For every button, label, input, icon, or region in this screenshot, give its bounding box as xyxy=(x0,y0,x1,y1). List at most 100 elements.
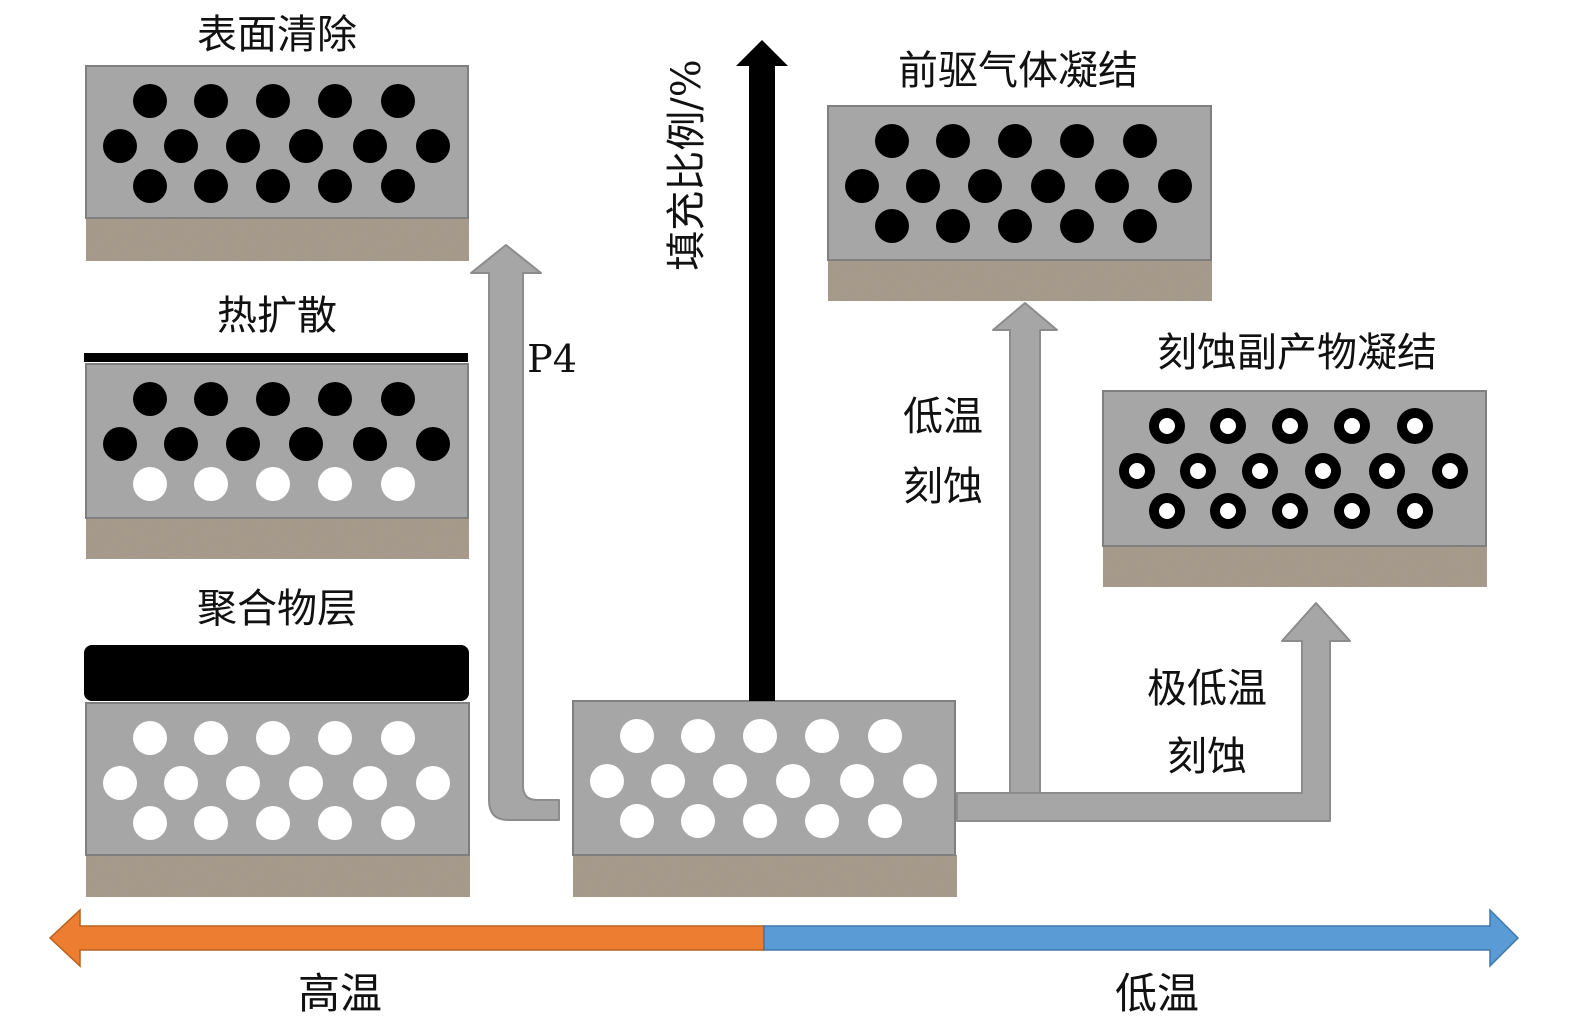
empty-pore xyxy=(381,721,415,755)
p4-arrow xyxy=(470,244,560,821)
filled-pore xyxy=(256,84,290,118)
coated-pore-core xyxy=(1407,503,1423,519)
empty-pore xyxy=(620,804,654,838)
coated-pore-core xyxy=(1344,503,1360,519)
filled-pore xyxy=(164,129,198,163)
filled-pore xyxy=(875,209,909,243)
coated-pore-core xyxy=(1190,463,1206,479)
substrate xyxy=(573,855,957,897)
coated-pore-core xyxy=(1379,463,1395,479)
low-temp-etch-label-2: 刻蚀 xyxy=(903,464,983,510)
filled-pore xyxy=(194,169,228,203)
coated-pore-core xyxy=(1315,463,1331,479)
surface-clean-sample xyxy=(85,65,469,261)
filled-pore xyxy=(256,382,290,416)
substrate xyxy=(828,260,1212,301)
filled-pore xyxy=(1095,169,1129,203)
coated-pore-core xyxy=(1252,463,1268,479)
filled-pore xyxy=(1158,169,1192,203)
filled-pore xyxy=(353,129,387,163)
substrate xyxy=(86,855,470,897)
filled-pore xyxy=(1031,169,1065,203)
filled-pore xyxy=(1123,209,1157,243)
substrate xyxy=(86,218,469,261)
empty-pore xyxy=(868,804,902,838)
precursor-condense-label: 前驱气体凝结 xyxy=(898,48,1138,94)
polymer-cap xyxy=(84,645,469,701)
filled-pore xyxy=(845,169,879,203)
empty-pore xyxy=(743,719,777,753)
coated-pore-core xyxy=(1159,503,1175,519)
empty-pore xyxy=(164,766,198,800)
empty-pore xyxy=(381,467,415,501)
low-temp-etch-label-1: 低温 xyxy=(903,394,983,440)
empty-pore xyxy=(194,806,228,840)
empty-pore xyxy=(681,804,715,838)
coated-pore-core xyxy=(1220,503,1236,519)
empty-pore xyxy=(381,806,415,840)
filled-pore xyxy=(906,169,940,203)
empty-pore xyxy=(318,806,352,840)
filled-pore xyxy=(1060,124,1094,158)
filled-pore xyxy=(936,209,970,243)
empty-pore xyxy=(805,719,839,753)
empty-pore xyxy=(620,719,654,753)
filled-pore xyxy=(103,427,137,461)
empty-pore xyxy=(713,764,747,798)
temperature-axis xyxy=(48,908,1520,968)
pores xyxy=(1119,408,1468,529)
empty-pore xyxy=(256,721,290,755)
byproduct-condense-label: 刻蚀副产物凝结 xyxy=(1157,330,1437,376)
empty-pore xyxy=(226,766,260,800)
filled-pore xyxy=(289,129,323,163)
pores xyxy=(103,382,450,501)
empty-pore xyxy=(194,721,228,755)
empty-pore xyxy=(256,806,290,840)
coated-pore-core xyxy=(1129,463,1145,479)
empty-pore xyxy=(133,467,167,501)
empty-pore xyxy=(133,806,167,840)
empty-pore xyxy=(256,467,290,501)
filled-pore xyxy=(226,427,260,461)
empty-pore xyxy=(743,804,777,838)
empty-pore xyxy=(805,804,839,838)
filled-pore xyxy=(875,124,909,158)
empty-pore xyxy=(903,764,937,798)
precursor-condense-sample xyxy=(827,105,1212,301)
filled-pore xyxy=(318,382,352,416)
polymer-layer-label: 聚合物层 xyxy=(197,586,357,632)
initial-sample xyxy=(572,700,957,897)
low-temp-label: 低温 xyxy=(1115,969,1199,1018)
pores xyxy=(590,719,937,838)
filled-pore xyxy=(968,169,1002,203)
filled-pore xyxy=(381,382,415,416)
filled-pore xyxy=(226,129,260,163)
thermal-diffusion-sample xyxy=(84,353,469,559)
filled-pore xyxy=(289,427,323,461)
filled-pore xyxy=(133,169,167,203)
p4-label: P4 xyxy=(527,337,577,381)
empty-pore xyxy=(651,764,685,798)
empty-pore xyxy=(194,467,228,501)
filled-pore xyxy=(1060,209,1094,243)
filled-pore xyxy=(936,124,970,158)
empty-pore xyxy=(353,766,387,800)
filled-pore xyxy=(133,84,167,118)
filled-pore xyxy=(103,129,137,163)
coated-pore-core xyxy=(1442,463,1458,479)
coated-pore-core xyxy=(1220,418,1236,434)
pores xyxy=(103,721,450,840)
pores xyxy=(103,84,450,203)
filled-pore xyxy=(318,169,352,203)
thermal-diffusion-label: 热扩散 xyxy=(217,293,337,339)
filled-pore xyxy=(416,129,450,163)
ultra-low-temp-etch-arrow xyxy=(956,602,1351,822)
pores xyxy=(845,124,1192,243)
empty-pore xyxy=(318,467,352,501)
high-temp-arrow xyxy=(48,908,765,968)
empty-pore xyxy=(289,766,323,800)
filled-pore xyxy=(256,169,290,203)
empty-pore xyxy=(681,719,715,753)
filled-pore xyxy=(353,427,387,461)
